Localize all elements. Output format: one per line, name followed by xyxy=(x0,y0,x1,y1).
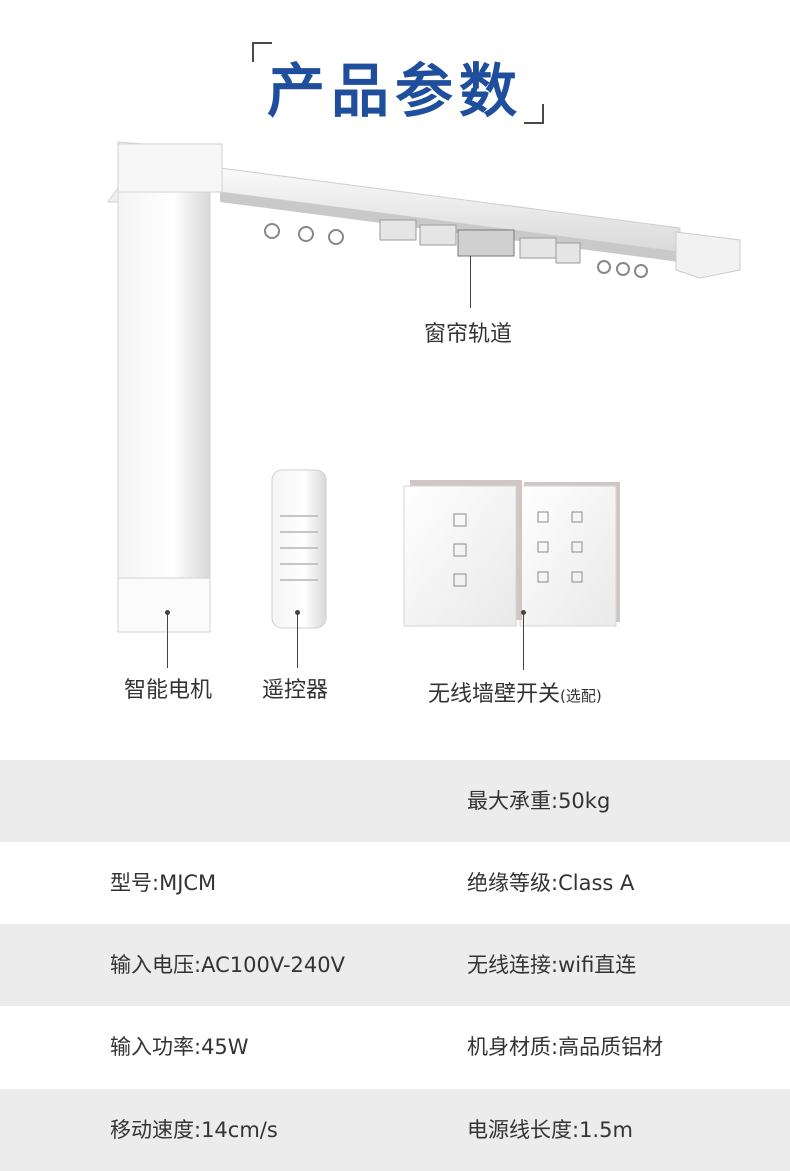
label-switch: 无线墙壁开关(选配) xyxy=(428,676,602,708)
remote-control xyxy=(271,469,327,629)
remote-leader-line xyxy=(297,612,298,668)
corner-bracket-top-left xyxy=(252,42,272,62)
title-block: 产品参数 xyxy=(0,30,790,130)
track-leader-line xyxy=(470,256,471,308)
spec-right: 无线连接:wifi直连 xyxy=(467,953,637,977)
spec-row: 输入电压:AC100V-240V 无线连接:wifi直连 xyxy=(0,924,790,1006)
smart-motor xyxy=(107,141,223,633)
label-switch-note: (选配) xyxy=(560,687,602,705)
motor-leader-line xyxy=(167,612,168,668)
spec-left: 型号:MJCM xyxy=(110,871,217,895)
label-motor: 智能电机 xyxy=(124,678,213,703)
spec-left: 输入功率:45W xyxy=(110,1035,249,1059)
label-remote: 遥控器 xyxy=(262,678,329,703)
wall-switch-panels xyxy=(403,480,620,627)
spec-left: 输入电压:AC100V-240V xyxy=(110,953,345,977)
spec-row: 输入功率:45W 机身材质:高品质铝材 xyxy=(0,1006,790,1088)
label-switch-text: 无线墙壁开关 xyxy=(428,682,561,707)
spec-right: 绝缘等级:Class A xyxy=(467,871,635,895)
product-illustration xyxy=(107,141,741,633)
label-track: 窗帘轨道 xyxy=(424,322,513,347)
spec-row: 移动速度:14cm/s 电源线长度:1.5m xyxy=(0,1089,790,1171)
corner-bracket-bottom-right xyxy=(524,104,544,124)
curtain-track xyxy=(219,167,741,279)
spec-row: 型号:MJCM 绝缘等级:Class A xyxy=(0,842,790,924)
spec-right: 最大承重:50kg xyxy=(467,789,611,813)
page-title: 产品参数 xyxy=(266,57,523,125)
spec-right: 机身材质:高品质铝材 xyxy=(467,1035,664,1059)
switch-leader-line xyxy=(523,612,524,670)
spec-right: 电源线长度:1.5m xyxy=(467,1118,633,1142)
spec-left: 移动速度:14cm/s xyxy=(110,1118,278,1142)
spec-row: 最大承重:50kg xyxy=(0,760,790,842)
